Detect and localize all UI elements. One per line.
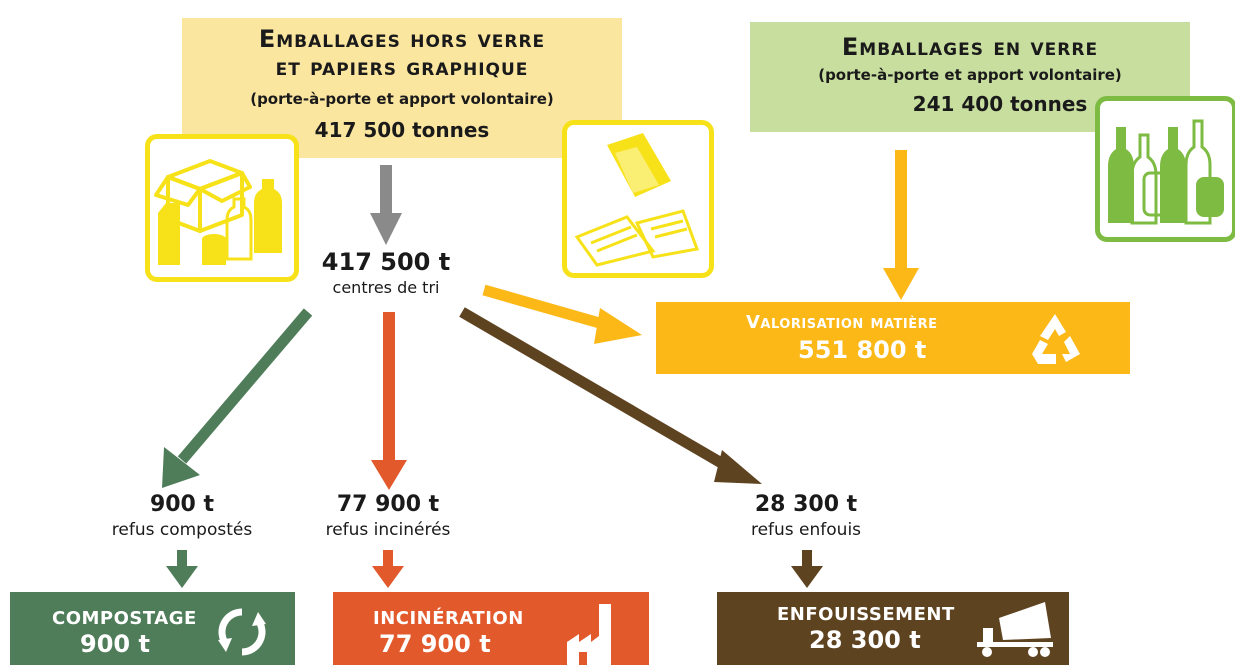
- arrow-to-incineration: [372, 550, 404, 588]
- recycle-icon: [1032, 314, 1080, 364]
- arrow-sorting-to-incineration: [371, 312, 407, 490]
- incineration-title: INCINÉRATION: [373, 608, 524, 629]
- refus-landfilled-label: refus enfouis: [750, 520, 862, 540]
- refus-composted-label: refus compostés: [111, 520, 253, 540]
- dump-truck-icon: [977, 602, 1053, 657]
- compostage-value: 900 t: [80, 630, 150, 658]
- valorisation-box: Valorisation matière 551 800 t: [656, 302, 1130, 374]
- glass-bottles-icon: [1095, 96, 1235, 242]
- arrow-sorting-to-compost: [162, 308, 313, 488]
- packaging-icon: [145, 134, 299, 282]
- sorting-center-value: 417 500 t: [321, 248, 451, 276]
- compostage-title: COMPOSTAGE: [52, 608, 197, 629]
- factory-icon: [567, 604, 611, 665]
- sorting-center-label: centres de tri: [332, 278, 440, 297]
- incineration-value: 77 900 t: [379, 630, 491, 658]
- source-subtitle: (porte-à-porte et apport volontaire): [818, 66, 1122, 84]
- arrow-sorting-to-valorisation: [482, 284, 642, 344]
- arrow-to-enfouissement: [791, 550, 823, 588]
- valorisation-value: 551 800 t: [798, 336, 927, 364]
- enfouissement-value: 28 300 t: [809, 626, 921, 654]
- source-title: Emballages en verre: [841, 33, 1099, 61]
- valorisation-title: Valorisation matière: [746, 312, 938, 333]
- compost-cycle-icon: [218, 608, 266, 656]
- refus-landfilled-value: 28 300 t: [754, 492, 858, 517]
- arrow-sorting-to-landfill: [459, 307, 762, 484]
- source-tonnes: 417 500 tonnes: [314, 118, 490, 142]
- refus-incinerated-value: 77 900 t: [336, 492, 440, 517]
- arrow-to-compostage: [166, 550, 198, 588]
- compostage-box: COMPOSTAGE 900 t: [10, 592, 295, 665]
- source-subtitle: (porte-à-porte et apport volontaire): [250, 90, 554, 108]
- arrow-to-sorting: [370, 165, 402, 245]
- incineration-box: INCINÉRATION 77 900 t: [333, 592, 649, 665]
- newspaper-icon: [562, 120, 714, 278]
- enfouissement-title: ENFOUISSEMENT: [777, 604, 955, 625]
- source-title-line2: et papiers graphique: [275, 53, 529, 81]
- refus-incinerated-label: refus incinérés: [325, 520, 451, 540]
- enfouissement-box: ENFOUISSEMENT 28 300 t: [717, 592, 1069, 665]
- source-title-line1: Emballages hors verre: [258, 25, 546, 53]
- arrow-glass-to-valorisation: [883, 150, 919, 300]
- source-tonnes: 241 400 tonnes: [912, 92, 1088, 116]
- refus-composted-value: 900 t: [149, 492, 215, 517]
